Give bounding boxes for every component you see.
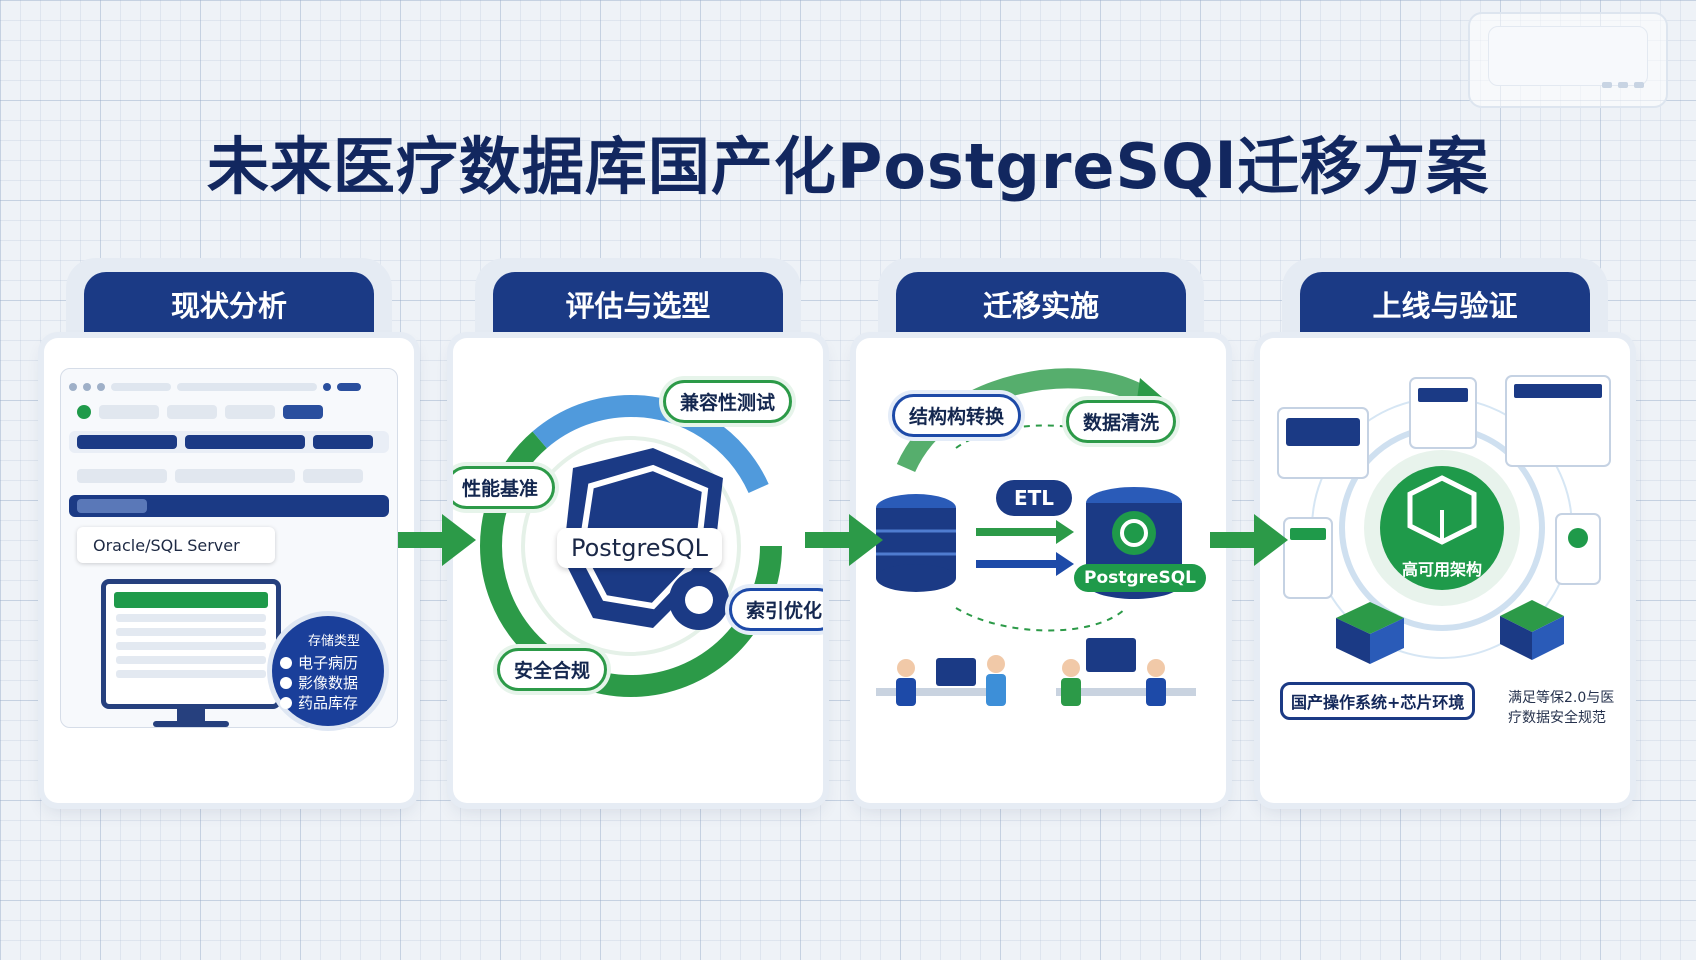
gear-icon xyxy=(669,570,729,630)
stage-evaluation-selection: 评估与选型 PostgreSQL 兼容性测试 性能基准 索引优化 安全合规 xyxy=(453,258,823,803)
page-title: 未来医疗数据库国产化PostgreSQl迁移方案 xyxy=(206,130,1490,203)
stage-card: PostgreSQL 兼容性测试 性能基准 索引优化 安全合规 xyxy=(453,338,823,803)
etl-label: ETL xyxy=(996,480,1073,516)
stage-card: 结构构转换 数据清洗 ETL PostgreSQL xyxy=(856,338,1226,803)
stage-tab-label: 上线与验证 xyxy=(1300,272,1590,336)
server-cube-icon xyxy=(1407,475,1477,545)
server-cube-icon xyxy=(1336,602,1404,664)
evaluation-cycle xyxy=(480,395,782,697)
task-schema-conversion: 结构构转换 xyxy=(892,394,1022,437)
team-illustration xyxy=(876,638,1196,706)
compliance-note: 满足等保2.0与医 疗数据安全规范 xyxy=(1508,690,1615,726)
task-security-compliance: 安全合规 xyxy=(497,648,608,691)
arrow-right-icon xyxy=(398,514,476,566)
source-database-label: Oracle/SQL Server xyxy=(77,527,275,563)
stage-migration: 迁移实施 xyxy=(856,258,1226,803)
data-type-badge: 存储类型 电子病历 影像数据 药品库存 xyxy=(272,616,384,726)
stage-tab-label: 迁移实施 xyxy=(896,272,1186,336)
stage-current-analysis: 现状分析 xyxy=(44,258,414,803)
monitor-icon xyxy=(101,579,281,709)
data-type-item: 影像数据 xyxy=(280,673,384,693)
system-window: Oracle/SQL Server xyxy=(60,368,398,728)
task-benchmark: 性能基准 xyxy=(453,466,556,509)
stage-tab-label: 评估与选型 xyxy=(493,272,783,336)
stage-launch-validation: 上线与验证 xyxy=(1260,258,1630,803)
stage-tab-label: 现状分析 xyxy=(84,272,374,336)
target-database-label: PostgreSQL xyxy=(1074,564,1206,592)
server-cube-icon xyxy=(1500,600,1564,660)
postgresql-core-label: PostgreSQL xyxy=(557,528,723,568)
arrow-right-icon xyxy=(1210,514,1288,566)
database-icon xyxy=(876,494,956,592)
stage-card: 高可用架构 国产操作系统+芯片环境 满足等保2.0与医 疗数据安全规范 xyxy=(1260,338,1630,803)
ha-architecture-label: 高可用架构 xyxy=(1402,560,1483,579)
ha-architecture xyxy=(1277,375,1611,664)
data-type-item: 药品库存 xyxy=(280,693,384,713)
arrow-right-icon xyxy=(805,514,883,566)
corner-decoration xyxy=(1468,12,1668,108)
arrow-right-icon xyxy=(976,520,1074,576)
data-type-item: 电子病历 xyxy=(280,653,384,673)
badge-title: 存储类型 xyxy=(308,633,361,649)
domestic-env-label: 国产操作系统+芯片环境 xyxy=(1280,682,1476,720)
task-compatibility: 兼容性测试 xyxy=(663,380,793,423)
task-data-cleansing: 数据清洗 xyxy=(1066,400,1177,443)
stage-card: Oracle/SQL Server 存储类型 电子病历 影像数据 药品库存 xyxy=(44,338,414,803)
task-index-optimization: 索引优化 xyxy=(729,588,823,631)
